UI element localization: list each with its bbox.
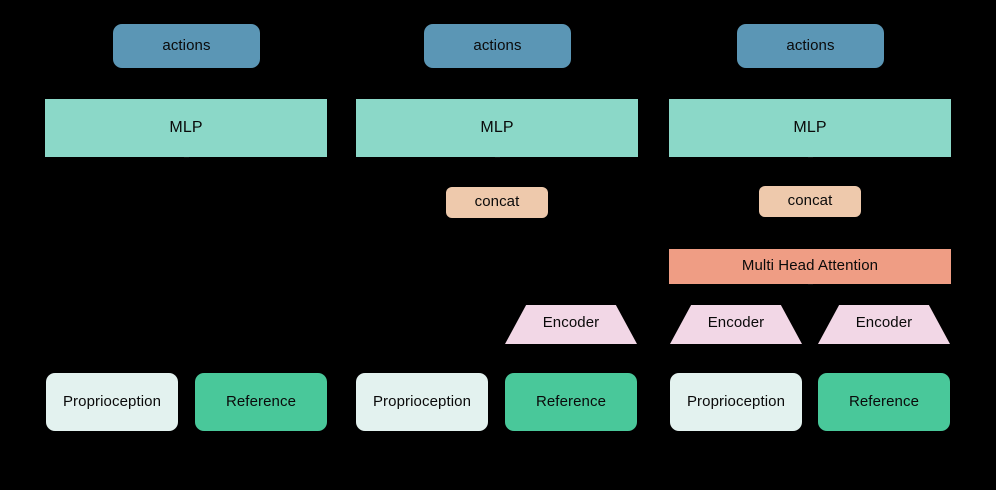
node-label: actions: [786, 36, 835, 54]
node-encoder-prop[interactable]: Encoder: [670, 305, 802, 344]
node-label: Proprioception: [686, 392, 786, 410]
node-mlp[interactable]: MLP: [669, 99, 951, 157]
node-mlp[interactable]: MLP: [356, 99, 638, 157]
node-label: Encoder: [707, 314, 765, 332]
node-mlp[interactable]: MLP: [45, 99, 327, 157]
node-encoder-ref[interactable]: Encoder: [818, 305, 950, 344]
node-label: concat: [787, 192, 833, 210]
node-attention[interactable]: Multi Head Attention: [669, 249, 951, 284]
node-reference[interactable]: Reference: [818, 373, 950, 431]
node-concat[interactable]: concat: [759, 186, 861, 217]
node-label: Encoder: [855, 314, 913, 332]
node-label: Reference: [848, 392, 920, 410]
node-proprioception[interactable]: Proprioception: [670, 373, 802, 431]
node-actions[interactable]: actions: [737, 24, 884, 68]
node-label: Multi Head Attention: [741, 257, 879, 275]
node-label: MLP: [793, 119, 827, 137]
